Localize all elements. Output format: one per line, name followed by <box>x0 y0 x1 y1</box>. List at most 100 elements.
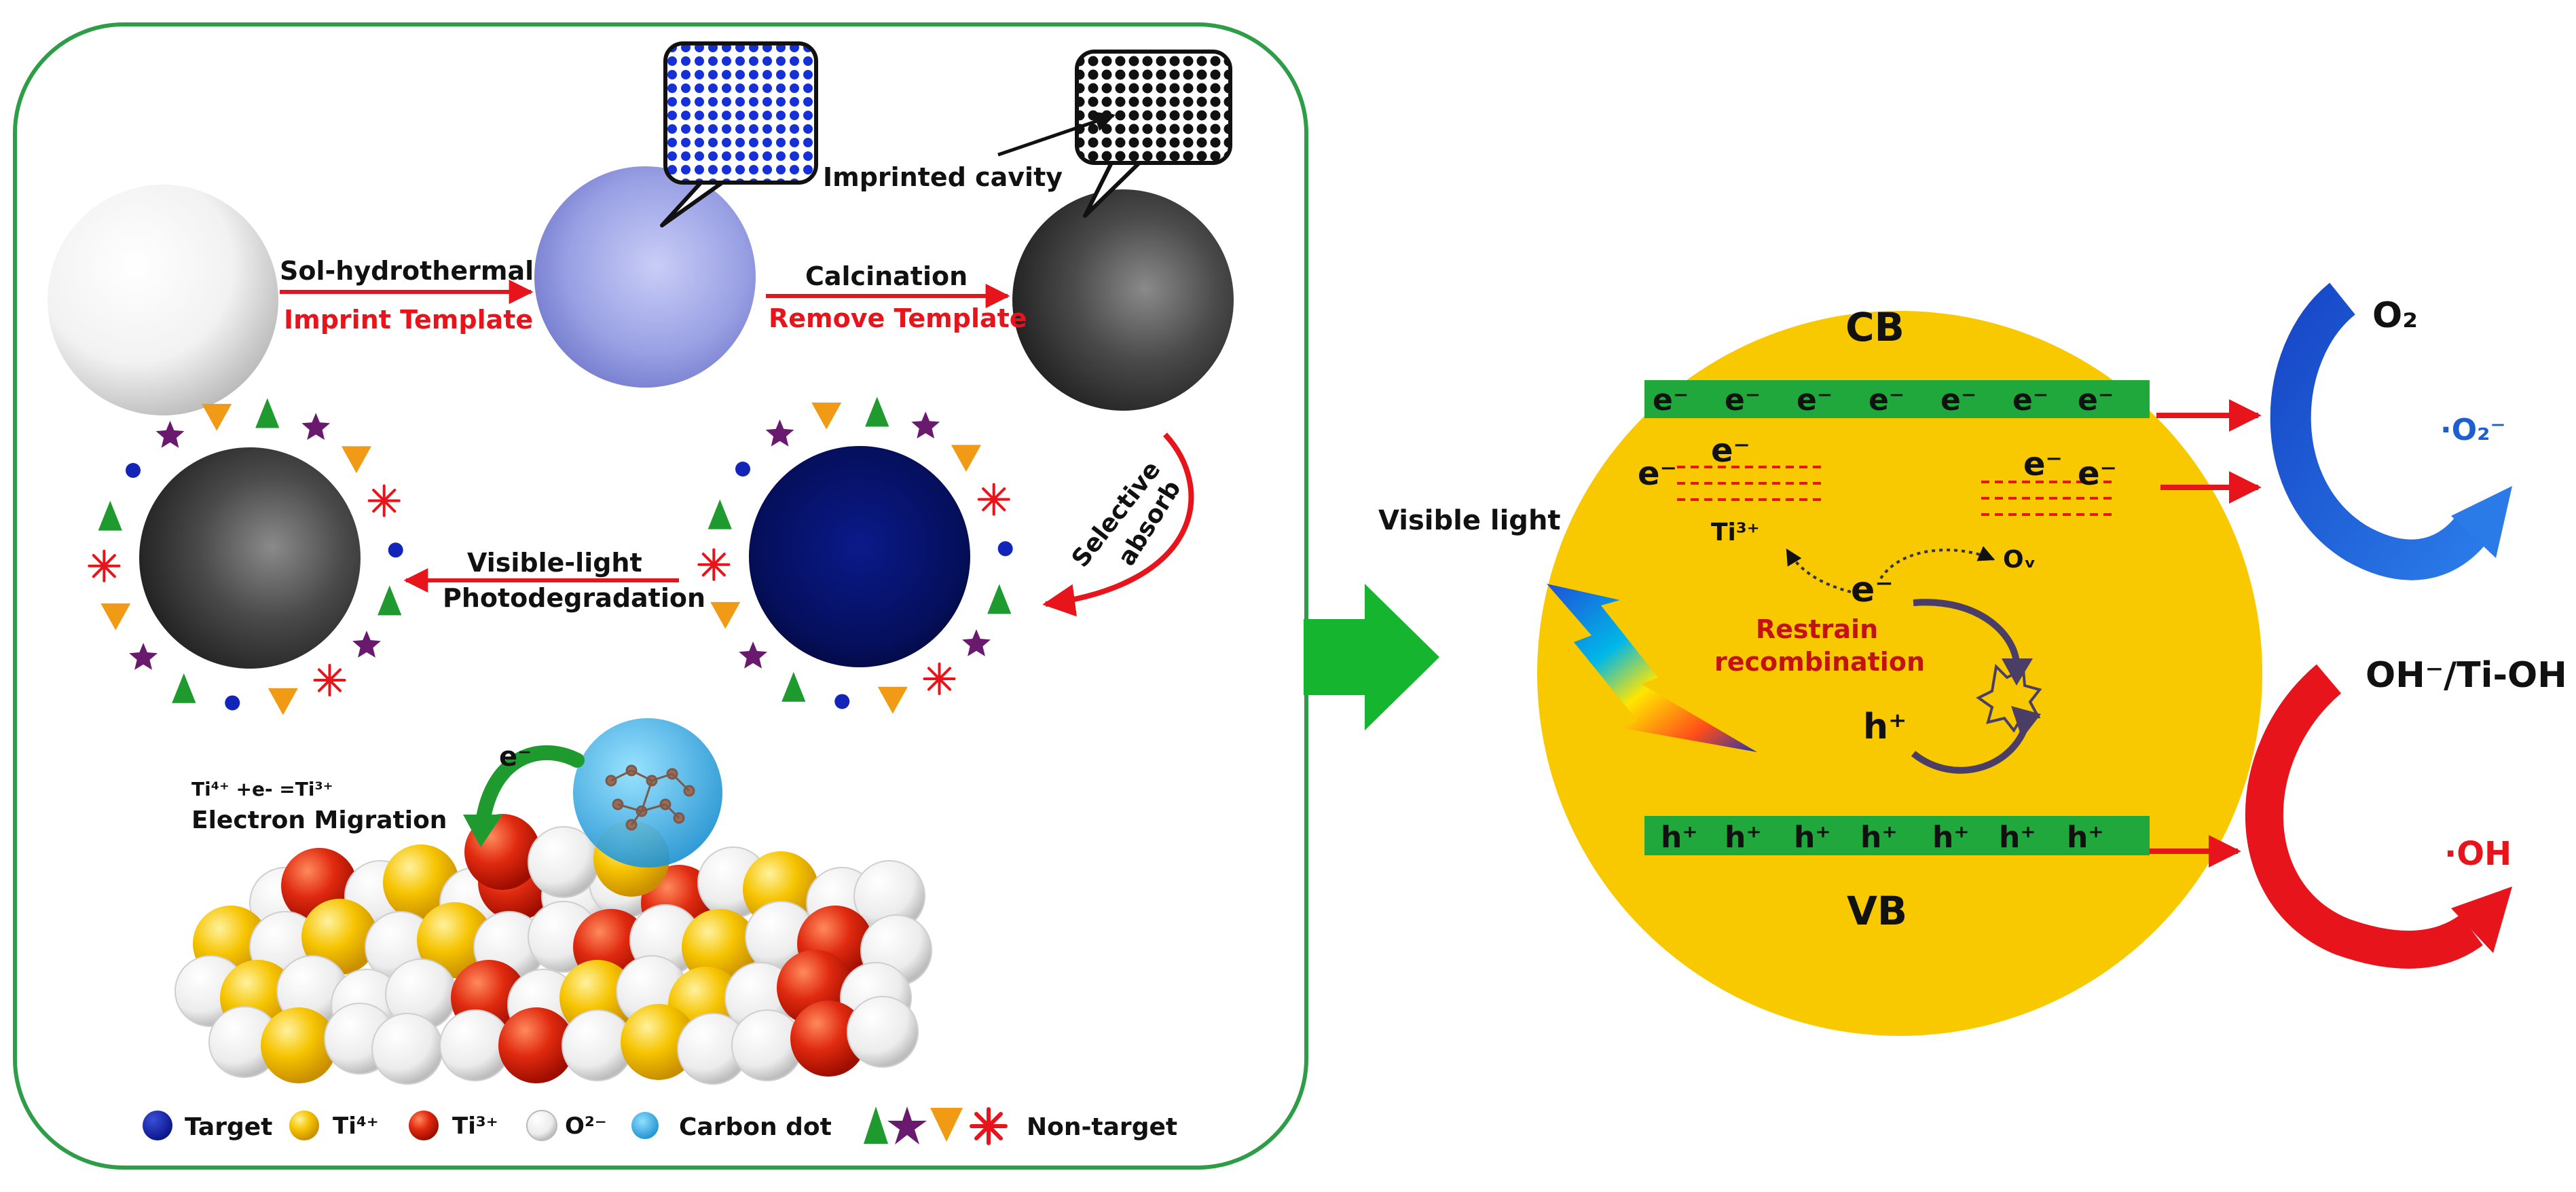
ti4-atom <box>682 909 758 985</box>
ti4-atom <box>261 1007 337 1083</box>
ti3-defect-levels <box>1677 466 1824 501</box>
oxygen-atom <box>847 996 919 1068</box>
lightning-bolt-icon <box>1547 584 1757 752</box>
target-molecule <box>126 462 141 478</box>
cavity-pointer-arrow <box>997 111 1116 157</box>
center-hole: h⁺ <box>1863 707 1907 747</box>
recombination-burst-icon <box>1976 663 2042 733</box>
target-adsorbed-navy-sphere <box>749 446 970 667</box>
superoxide-label: ·O₂⁻ <box>2440 413 2506 447</box>
process-transition-arrow <box>1304 584 1439 730</box>
vb-hole: h⁺ <box>1932 820 1970 855</box>
vb-hole: h⁺ <box>2067 820 2104 855</box>
ti3-label: Ti³⁺ <box>1711 519 1760 546</box>
non-target-inverted-triangle <box>710 601 741 629</box>
non-target-star <box>352 631 381 658</box>
step1-top-label: Sol-hydrothermal <box>280 256 534 286</box>
blue-dot-pattern-bubble <box>663 41 818 185</box>
step1-bottom-label: Imprint Template <box>284 305 533 335</box>
electron-migration-arrow <box>475 745 585 836</box>
non-target-burst <box>977 483 1010 516</box>
legend-carbon-dot-label: Carbon dot <box>679 1113 832 1141</box>
non-target-inverted-triangle <box>100 603 131 631</box>
non-target-triangle <box>781 671 806 702</box>
legend-oxygen-label: O²⁻ <box>565 1113 607 1140</box>
non-target-star <box>155 420 185 448</box>
calcined-dark-sphere <box>1012 189 1234 411</box>
carbon-dot-molecule-icon <box>605 764 695 831</box>
recombination-loop-top <box>1913 599 2020 666</box>
restrain-label: Restrain <box>1756 614 1878 644</box>
recombination-loop-bottom <box>1911 718 2031 774</box>
ov-label: Oᵥ <box>2003 546 2036 574</box>
cb-electron: e⁻ <box>1797 383 1833 417</box>
defect-electron-2: e⁻ <box>1711 432 1750 470</box>
valence-band <box>1644 816 2150 855</box>
recombination-label: recombination <box>1714 647 1925 677</box>
non-target-inverted-triangle <box>268 688 298 715</box>
ov-defect-levels <box>1981 481 2114 516</box>
non-target-star <box>129 643 158 670</box>
legend-target-icon <box>143 1111 172 1140</box>
non-target-burst <box>697 548 731 581</box>
oh-oxidation-arrowhead <box>2451 887 2512 953</box>
non-target-triangle <box>172 673 196 703</box>
non-target-triangle <box>378 585 402 616</box>
oh-ti-label: OH⁻/Ti-OH <box>2366 655 2567 696</box>
oh-oxidation-arc <box>2245 664 2483 969</box>
center-electron: e⁻ <box>1851 570 1894 610</box>
non-target-inverted-triangle <box>202 404 232 431</box>
target-molecule <box>834 694 850 709</box>
cb-label: CB <box>1845 304 1905 350</box>
vb-hole: h⁺ <box>1794 820 1831 855</box>
ti4-atom <box>417 902 493 978</box>
non-target-inverted-triangle <box>811 403 842 430</box>
vb-hole: h⁺ <box>1725 820 1762 855</box>
non-target-triangle <box>707 499 732 529</box>
vb-hole-row: h⁺ h⁺ h⁺ h⁺ h⁺ h⁺ h⁺ <box>1661 820 2104 855</box>
imprinted-cavity-label: Imprinted cavity <box>823 162 1063 192</box>
vb-hole: h⁺ <box>1999 820 2036 855</box>
cb-electron: e⁻ <box>2078 383 2114 417</box>
ti3-atom <box>790 1001 866 1077</box>
non-target-triangle <box>98 500 122 531</box>
cb-electron: e⁻ <box>1940 383 1976 417</box>
legend-triangle-icon <box>864 1106 888 1144</box>
left-panel-border <box>13 22 1308 1170</box>
non-target-burst <box>88 549 121 582</box>
target-molecule <box>997 541 1013 557</box>
electron-migration-label: Electron Migration <box>191 806 447 834</box>
o2-label: O₂ <box>2372 295 2418 336</box>
legend-star-icon <box>887 1106 927 1144</box>
non-target-star <box>739 641 767 669</box>
non-target-star <box>765 419 794 447</box>
electron-symbol-left: e⁻ <box>499 741 532 772</box>
ti3-atom <box>498 1007 574 1083</box>
non-target-star <box>301 413 331 440</box>
o2-reduction-arc <box>2270 282 2488 580</box>
non-target-burst <box>923 663 956 696</box>
legend: Target Ti⁴⁺ Ti³⁺ O²⁻ Carbon dot Non-targ… <box>143 1106 1177 1145</box>
non-target-burst <box>367 484 401 517</box>
electron-equation: Ti⁴⁺ +e- =Ti³⁺ <box>191 778 333 800</box>
cb-electron-row: e⁻e⁻e⁻e⁻e⁻e⁻e⁻ <box>1653 383 2114 417</box>
legend-ti4-icon <box>289 1111 319 1140</box>
oxygen-atom <box>371 1013 443 1085</box>
white-precursor-sphere <box>48 185 278 415</box>
target-molecule <box>388 542 403 558</box>
ti4-atom <box>301 899 378 975</box>
non-target-star <box>911 411 940 439</box>
photo-top-label: Visible-light <box>467 548 642 578</box>
photo-bottom-label: Photodegradation <box>443 583 705 613</box>
non-target-inverted-triangle <box>951 445 981 472</box>
vb-hole: h⁺ <box>1860 820 1898 855</box>
conduction-band <box>1644 380 2150 418</box>
imprinted-lavender-sphere <box>534 166 756 388</box>
selective-absorb-arrow <box>1042 432 1194 617</box>
legend-inverted-triangle-icon <box>930 1108 963 1142</box>
legend-ti3-icon <box>409 1111 439 1140</box>
vb-hole: h⁺ <box>1661 820 1698 855</box>
cb-electron: e⁻ <box>1869 383 1905 417</box>
molecule-decorations <box>88 396 1013 715</box>
